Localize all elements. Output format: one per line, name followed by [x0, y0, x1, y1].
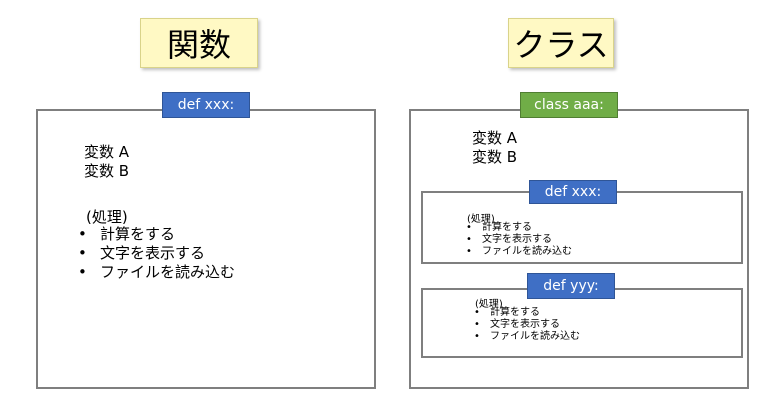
class-variable-a: 変数 A: [472, 129, 518, 147]
list-item: ファイルを読み込む: [78, 263, 235, 282]
list-item: 文字を表示する: [466, 234, 572, 246]
function-process-list: 計算をする 文字を表示する ファイルを読み込む: [78, 225, 235, 282]
class-title: クラス: [508, 18, 614, 68]
list-item: 計算をする: [78, 225, 235, 244]
method-yyy-process-heading: (処理): [475, 299, 503, 310]
function-title: 関数: [140, 18, 258, 68]
function-def-label: def xxx:: [162, 92, 250, 118]
list-item: ファイルを読み込む: [466, 246, 572, 258]
method-xxx-process-heading: (処理): [467, 214, 495, 225]
method-xxx-label: def xxx:: [529, 180, 617, 204]
list-item: 文字を表示する: [474, 319, 580, 331]
class-variable-b: 変数 B: [472, 148, 518, 166]
class-def-label: class aaa:: [520, 92, 618, 118]
function-process-heading: (処理): [86, 208, 128, 226]
list-item: 文字を表示する: [78, 244, 235, 263]
list-item: 計算をする: [474, 307, 580, 319]
function-variable-b: 変数 B: [84, 162, 130, 180]
list-item: ファイルを読み込む: [474, 331, 580, 343]
list-item: 計算をする: [466, 222, 572, 234]
method-yyy-process-list: 計算をする 文字を表示する ファイルを読み込む: [474, 307, 580, 343]
method-xxx-process-list: 計算をする 文字を表示する ファイルを読み込む: [466, 222, 572, 258]
function-variable-a: 変数 A: [84, 143, 130, 161]
method-yyy-label: def yyy:: [527, 273, 615, 299]
